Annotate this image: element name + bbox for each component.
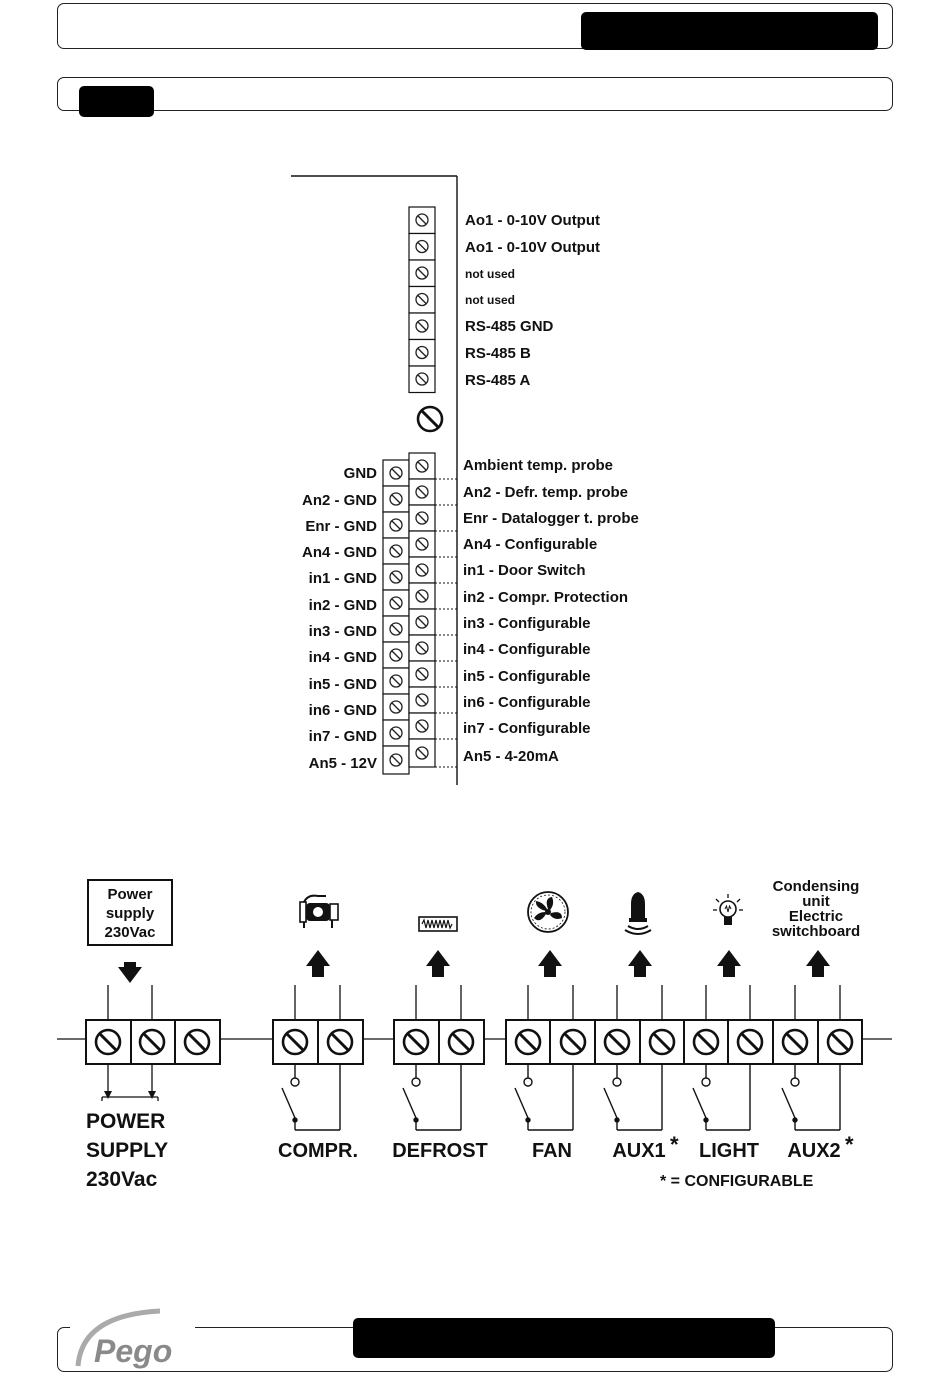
top-label-4: RS-485 GND (465, 318, 554, 335)
fan-icon (527, 891, 569, 933)
condensing-line-2: Electric (789, 908, 843, 925)
probe-right-11: An5 - 4-20mA (463, 748, 559, 765)
light-arrow-up-icon (717, 950, 741, 977)
probe-left-5: in2 - GND (309, 597, 378, 614)
defrost-terminal-block (393, 1019, 485, 1065)
probe-left-0: GND (344, 465, 378, 482)
compressor-icon (299, 894, 339, 928)
probe-left-2: Enr - GND (305, 518, 377, 535)
pego-logo: Pego (75, 1308, 172, 1369)
probe-right-10: in7 - Configurable (463, 720, 591, 737)
top-label-2: not used (465, 267, 515, 281)
footer-logo-mask (70, 1305, 195, 1335)
header-title-block (581, 12, 878, 50)
power-box-line-2: 230Vac (105, 924, 156, 941)
probe-left-3: An4 - GND (302, 544, 377, 561)
footer-title-block (353, 1318, 775, 1358)
probe-left-8: in5 - GND (309, 676, 378, 693)
power-terminal-block (85, 1019, 221, 1065)
probe-right-9: in6 - Configurable (463, 694, 591, 711)
aux1-asterisk: * (670, 1132, 679, 1157)
top-terminal-block (408, 206, 436, 394)
probe-right-4: in1 - Door Switch (463, 562, 586, 579)
fan-label: FAN (532, 1140, 572, 1162)
compr-label: COMPR. (278, 1140, 358, 1162)
aux2-arrow-up-icon (806, 950, 830, 977)
compr-arrow-up-icon (306, 950, 330, 977)
condensing-line-3: switchboard (772, 923, 860, 940)
probe-left-4: in1 - GND (309, 570, 378, 587)
aux1-arrow-up-icon (628, 950, 652, 977)
aux2-label: AUX2 (787, 1140, 840, 1162)
ground-screw-icon (416, 405, 444, 433)
top-label-0: Ao1 - 0-10V Output (465, 212, 600, 229)
light-label: LIGHT (699, 1140, 759, 1162)
condensing-unit-label: Condensing unit Electric switchboard (772, 878, 860, 940)
power-supply-line-1: SUPPLY (86, 1139, 168, 1162)
probe-left-6: in3 - GND (309, 623, 378, 640)
probe-right-7: in4 - Configurable (463, 641, 591, 658)
top-label-6: RS-485 A (465, 372, 530, 389)
condensing-line-0: Condensing (773, 878, 860, 895)
relay-terminal-block (505, 1019, 863, 1065)
probe-right-8: in5 - Configurable (463, 668, 591, 685)
aux2-asterisk: * (845, 1132, 854, 1157)
power-arrow-down-icon (118, 962, 142, 983)
probe-left-1: An2 - GND (302, 492, 377, 509)
probe-right-1: An2 - Defr. temp. probe (463, 484, 628, 501)
top-label-3: not used (465, 293, 515, 307)
probe-right-0: Ambient temp. probe (463, 457, 613, 474)
condensing-line-1: unit (802, 893, 830, 910)
aux1-label: AUX1 (612, 1140, 665, 1162)
top-label-5: RS-485 B (465, 345, 531, 362)
probe-right-6: in3 - Configurable (463, 615, 591, 632)
relay-output-diagram: Power supply 230Vac (57, 878, 892, 1191)
alarm-bell-icon (624, 892, 652, 935)
probe-right-5: in2 - Compr. Protection (463, 589, 628, 606)
power-box-line-1: supply (106, 905, 155, 922)
probe-left-9: in6 - GND (309, 702, 378, 719)
logo-text: Pego (94, 1333, 172, 1369)
power-supply-line-2: 230Vac (86, 1168, 158, 1191)
probe-left-7: in4 - GND (309, 649, 378, 666)
defrost-arrow-up-icon (426, 950, 450, 977)
fan-arrow-up-icon (538, 950, 562, 977)
probe-right-2: Enr - Datalogger t. probe (463, 510, 639, 527)
probe-terminal-block (382, 452, 457, 775)
top-label-1: Ao1 - 0-10V Output (465, 239, 600, 256)
power-supply-line-0: POWER (86, 1110, 165, 1133)
defrost-label: DEFROST (392, 1140, 488, 1162)
probe-left-10: in7 - GND (309, 728, 378, 745)
defrost-heater-icon (418, 916, 458, 932)
relay-switches (281, 1064, 841, 1131)
power-supply-box: Power supply 230Vac (87, 879, 173, 946)
probe-left-11: An5 - 12V (309, 755, 377, 772)
light-bulb-icon (713, 894, 743, 925)
probe-right-3: An4 - Configurable (463, 536, 597, 553)
section-bar (57, 77, 893, 111)
configurable-legend: * = CONFIGURABLE (660, 1173, 814, 1190)
power-box-line-0: Power (107, 886, 152, 903)
terminal-strip-diagram: Ao1 - 0-10V Output Ao1 - 0-10V Output no… (291, 175, 639, 785)
compr-terminal-block (272, 1019, 364, 1065)
section-tab (79, 86, 154, 117)
